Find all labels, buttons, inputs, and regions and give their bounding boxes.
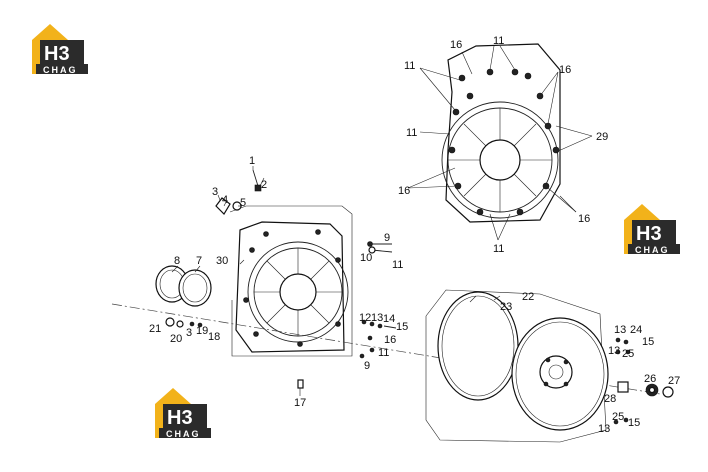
callout-29: 29 [596, 131, 608, 143]
callout-26: 26 [644, 373, 656, 385]
brand-logo-right: H3 CHAG [624, 204, 680, 255]
callout-25-b: 25 [612, 411, 624, 423]
svg-text:H3: H3 [44, 43, 70, 65]
callout-3-b: 3 [186, 327, 192, 339]
svg-text:CHAG: CHAG [635, 245, 670, 255]
svg-text:CHAG: CHAG [43, 65, 78, 75]
callout-11-mid: 11 [392, 259, 403, 271]
callout-13-b: 13 [614, 324, 626, 336]
callout-16-bottom: 16 [578, 213, 590, 225]
callout-1: 1 [249, 155, 255, 167]
callout-10: 10 [360, 252, 372, 264]
callout-labels: 16 11 11 16 11 29 16 16 11 1 2 3 4 5 7 8… [149, 35, 680, 435]
callout-2: 2 [261, 179, 267, 191]
callout-22: 22 [522, 291, 534, 303]
callout-24: 24 [630, 324, 642, 336]
callout-15-a: 15 [396, 321, 408, 333]
callout-14: 14 [383, 313, 395, 325]
callout-16-left: 16 [398, 185, 410, 197]
housing-exploded-view [111, 166, 661, 396]
callout-23: 23 [500, 301, 512, 313]
callout-30: 30 [216, 255, 228, 267]
brand-logo-top-left: H3 CHAG [32, 24, 88, 75]
callout-15-b: 15 [642, 336, 654, 348]
callout-28: 28 [604, 393, 616, 405]
brand-logo-bottom-left: H3 CHAG [155, 388, 211, 439]
callout-12: 12 [359, 312, 371, 324]
callout-16-mid: 16 [384, 334, 396, 346]
callout-11-left: 11 [406, 127, 417, 139]
flywheel-exploded-view [425, 289, 674, 443]
callout-9-b: 9 [364, 360, 370, 372]
callout-5: 5 [240, 197, 246, 209]
housing-assembly-view [407, 43, 593, 241]
callout-17: 17 [294, 397, 306, 409]
callout-11-top-b: 11 [404, 60, 415, 72]
svg-text:H3: H3 [636, 223, 662, 245]
callout-9-a: 9 [384, 232, 390, 244]
callout-19: 19 [196, 325, 208, 337]
callout-16-top: 16 [450, 39, 462, 51]
callout-11-low: 11 [378, 347, 389, 359]
callout-11-bottom: 11 [493, 243, 504, 255]
callout-3: 3 [212, 186, 218, 198]
callout-4: 4 [222, 194, 228, 206]
callout-18: 18 [208, 331, 220, 343]
callout-16-right: 16 [559, 64, 571, 76]
callout-13-a: 13 [371, 312, 383, 324]
callout-21: 21 [149, 323, 161, 335]
callout-13-d: 13 [598, 423, 610, 435]
callout-8: 8 [174, 255, 180, 267]
callout-11-top-a: 11 [493, 35, 504, 47]
svg-text:CHAG: CHAG [166, 429, 201, 439]
callout-7: 7 [196, 255, 202, 267]
svg-text:H3: H3 [167, 407, 193, 429]
callout-20: 20 [170, 333, 182, 345]
callout-27: 27 [668, 375, 680, 387]
callout-25-a: 25 [622, 348, 634, 360]
callout-15-c: 15 [628, 417, 640, 429]
callout-13-c: 13 [608, 345, 620, 357]
